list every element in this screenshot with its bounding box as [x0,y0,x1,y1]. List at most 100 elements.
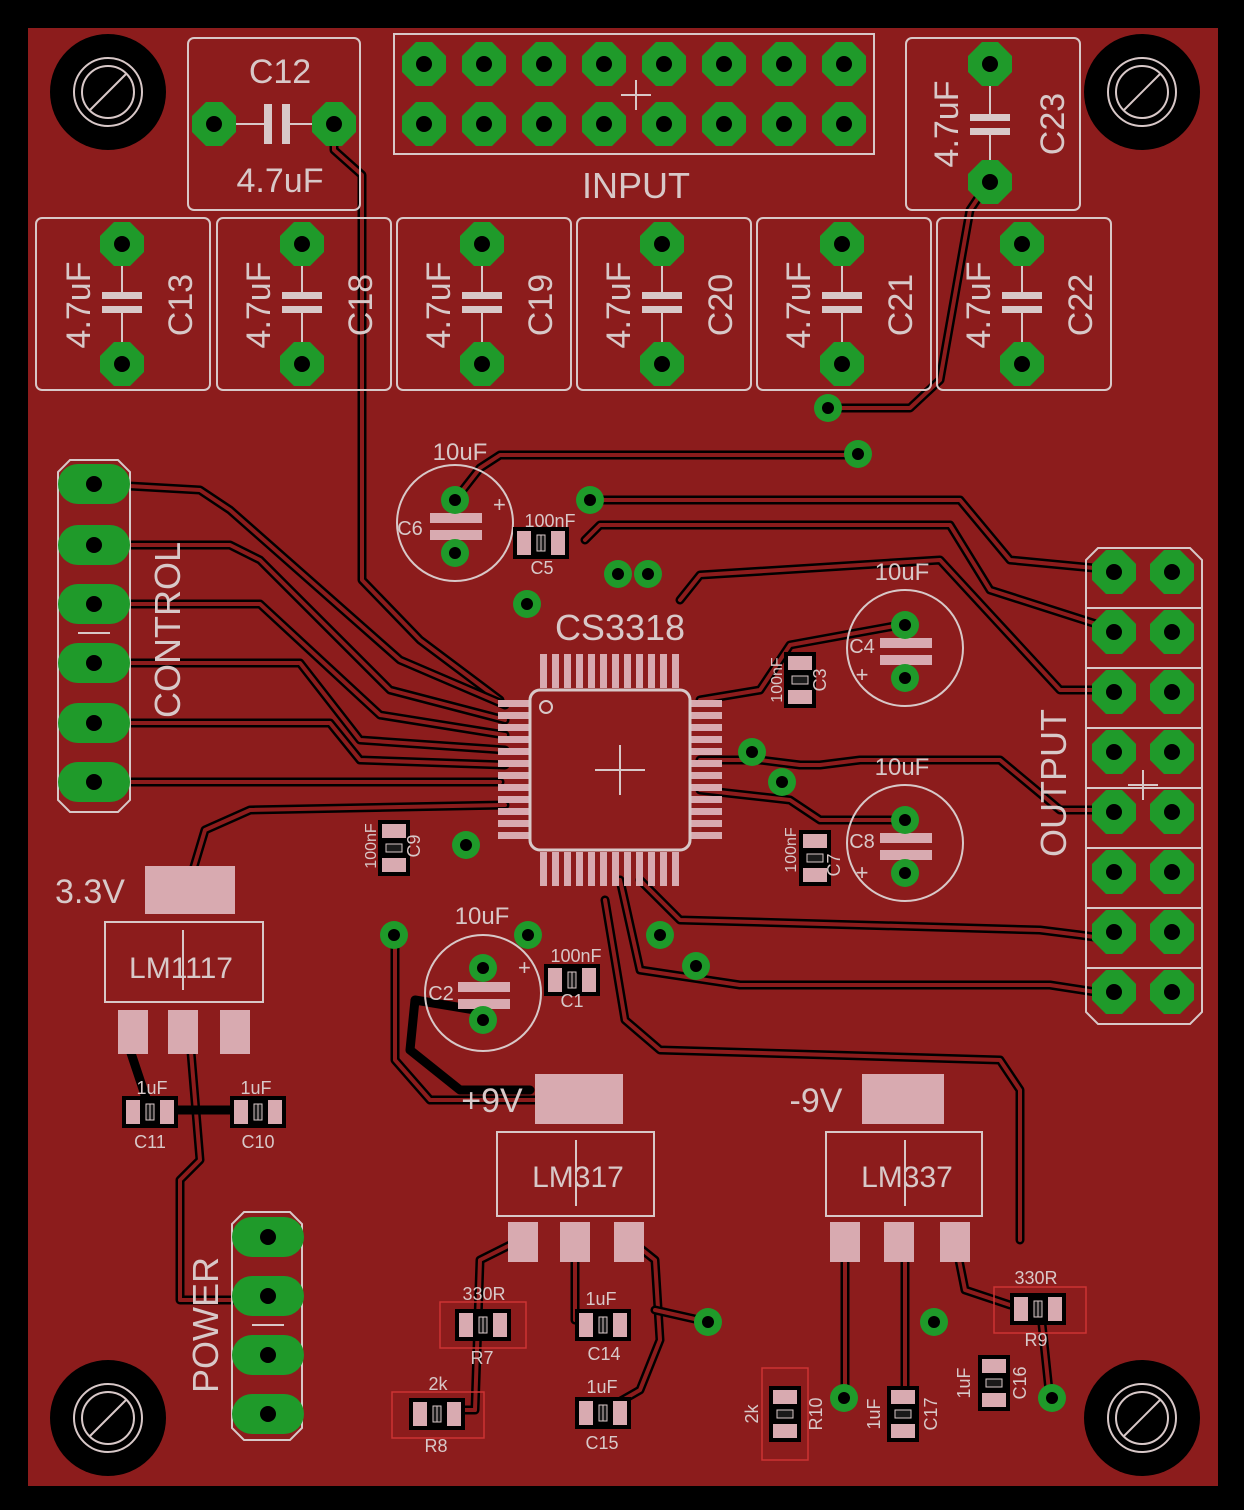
cap-c17: 1uF C17 [864,1385,941,1443]
resistor-r10: 2k R10 [742,1367,826,1461]
cap-c15: 1uF C15 [574,1377,632,1453]
svg-text:C19: C19 [522,274,560,336]
cap-c20: 4.7uF C20 [576,217,752,391]
cap-c13: 4.7uF C13 [35,217,211,391]
mounting-hole-bl [50,1360,166,1476]
svg-text:C7: C7 [824,853,844,876]
svg-text:R10: R10 [806,1397,826,1430]
svg-text:4.7uF: 4.7uF [600,262,638,349]
svg-text:4.7uF: 4.7uF [780,262,818,349]
control-header[interactable]: CONTROL [57,459,188,813]
regulator-lm1117: 3.3V LM1117 [55,866,264,1054]
svg-text:C12: C12 [249,53,311,91]
power-header[interactable]: POWER [185,1211,304,1441]
svg-text:C13: C13 [162,274,200,336]
svg-text:C22: C22 [1062,274,1100,336]
svg-text:LM337: LM337 [861,1161,953,1194]
cap-c11: 1uF C11 [121,1078,179,1152]
cap-c1: 100nF C1 [543,946,602,1011]
resistor-r8: 2k R8 [391,1374,485,1456]
svg-text:10uF: 10uF [455,903,510,930]
svg-text:C2: C2 [428,983,454,1005]
cap-c23: 4.7uF C23 [905,37,1081,211]
control-label: CONTROL [147,542,188,718]
mounting-hole-tr [1084,34,1200,150]
cap-c22: 4.7uF C22 [936,217,1112,391]
output-label: OUTPUT [1033,709,1074,857]
cap-row: 4.7uF C13 4.7uF C18 4.7uF C19 4.7uF [35,217,1112,391]
ic-cs3318: CS3318 [498,607,722,886]
svg-text:100nF: 100nF [550,946,601,966]
regulator-lm317: +9V LM317 [461,1074,655,1262]
cap-c16: 1uF C16 [954,1354,1030,1412]
svg-text:2k: 2k [428,1374,448,1394]
ic-label: CS3318 [555,607,685,648]
cap-c21: 4.7uF C21 [756,217,932,391]
svg-text:-9V: -9V [790,1082,843,1120]
svg-text:R8: R8 [424,1436,447,1456]
cap-c6: 10uF + C6 [396,439,514,582]
input-header[interactable]: INPUT [393,33,875,206]
svg-text:1uF: 1uF [585,1289,616,1309]
svg-text:LM317: LM317 [532,1161,624,1194]
svg-text:C23: C23 [1034,93,1072,155]
svg-text:10uF: 10uF [433,439,488,466]
svg-text:+: + [856,662,869,687]
svg-text:100nF: 100nF [524,511,575,531]
cap-c5: 100nF C5 [512,511,576,578]
svg-text:4.7uF: 4.7uF [237,162,324,200]
svg-text:C20: C20 [702,274,740,336]
svg-text:LM1117: LM1117 [129,952,233,985]
cap-c19: 4.7uF C19 [396,217,572,391]
svg-text:+: + [493,492,506,517]
resistor-r7: 330R R7 [439,1284,527,1368]
svg-text:C17: C17 [921,1397,941,1430]
svg-text:C9: C9 [404,834,424,857]
svg-text:2k: 2k [742,1403,762,1423]
svg-text:C6: C6 [397,518,423,540]
cap-c10: 1uF C10 [229,1078,287,1152]
svg-text:C18: C18 [342,274,380,336]
svg-text:1uF: 1uF [240,1078,271,1098]
cap-c8: 10uF C8 + [846,754,964,902]
svg-text:1uF: 1uF [136,1078,167,1098]
svg-text:C8: C8 [849,831,875,853]
cap-c12: C12 4.7uF [187,37,361,211]
svg-text:100nF: 100nF [769,657,786,703]
svg-text:C4: C4 [849,636,875,658]
svg-text:1uF: 1uF [864,1398,884,1429]
svg-text:10uF: 10uF [875,754,930,781]
svg-text:330R: 330R [462,1284,505,1304]
svg-text:C3: C3 [810,668,830,691]
svg-text:C15: C15 [585,1433,618,1453]
svg-text:4.7uF: 4.7uF [240,262,278,349]
svg-text:+: + [518,955,531,980]
cap-c4: 10uF C4 + [846,559,964,707]
cap-c2: 10uF + C2 [424,903,542,1052]
mounting-hole-tl [50,34,166,150]
svg-text:C5: C5 [530,558,553,578]
svg-text:C21: C21 [882,274,920,336]
svg-text:330R: 330R [1014,1268,1057,1288]
svg-text:4.7uF: 4.7uF [928,81,966,168]
mounting-hole-br [1084,1360,1200,1476]
cap-c7: 100nF C7 [783,827,844,887]
svg-text:100nF: 100nF [363,823,380,869]
cap-c9: 100nF C9 [363,819,424,877]
svg-text:C11: C11 [134,1132,166,1152]
cap-c14: 1uF C14 [574,1289,632,1364]
svg-text:R7: R7 [470,1348,493,1368]
svg-text:1uF: 1uF [586,1377,617,1397]
svg-text:3.3V: 3.3V [55,873,125,911]
svg-text:C1: C1 [560,991,583,1011]
output-header[interactable]: OUTPUT [1033,547,1203,1025]
svg-text:C10: C10 [241,1132,274,1152]
svg-text:10uF: 10uF [875,559,930,586]
svg-text:R9: R9 [1024,1330,1047,1350]
svg-text:4.7uF: 4.7uF [420,262,458,349]
svg-text:1uF: 1uF [954,1367,974,1398]
svg-text:4.7uF: 4.7uF [960,262,998,349]
svg-text:C14: C14 [587,1344,620,1364]
svg-text:C16: C16 [1010,1366,1030,1399]
